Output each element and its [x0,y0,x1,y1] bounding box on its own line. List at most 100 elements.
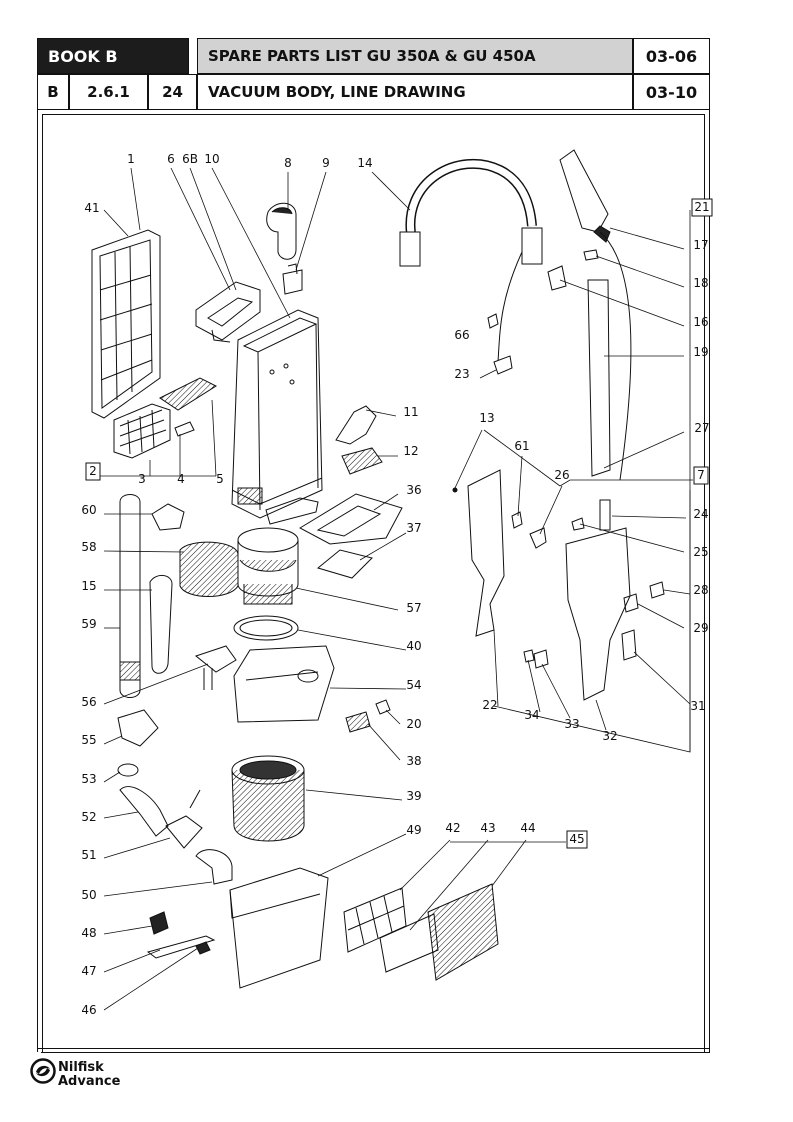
part-pad-small [174,421,195,437]
part-screw [571,517,585,531]
brand-line-2: Advance [58,1074,121,1089]
callout-box [85,462,101,481]
callout-label: 41 [84,201,99,215]
date2-cell: 03-10 [633,74,710,110]
callout-label: 26 [554,468,569,482]
drawing-frame-inner [42,114,705,1052]
part-gasket-frame [316,549,373,579]
callout-label: 40 [406,639,421,653]
part-switches [621,581,665,661]
callout-label: 13 [479,411,494,425]
part-handle-tube [587,279,611,477]
part-lever [146,935,216,959]
section-letter-cell: B [37,74,69,110]
header-table: BOOK B SPARE PARTS LIST GU 350A & GU 450… [37,38,710,110]
callout-label: 5 [216,472,224,486]
callout-label: 47 [81,964,96,978]
part-power-cord [497,251,523,363]
page-cell: 24 [148,74,197,110]
part-switch-plate [165,789,203,849]
part-band [179,541,239,597]
callout-label: 50 [81,888,96,902]
part-filter-frame [91,229,161,419]
callout-label: 7 [697,468,705,482]
page-number: 24 [162,83,183,101]
callout-label: 22 [482,698,497,712]
callout-label: 58 [81,540,96,554]
callout-box [691,198,713,217]
callout-label: 60 [81,503,96,517]
callout-label: 9 [322,156,330,170]
part-clip [282,263,303,295]
part-handle-cable [599,231,632,481]
part-bin [229,867,329,989]
callout-label: 6 [167,152,175,166]
part-filter-grid [113,403,171,459]
callout-label: 20 [406,717,421,731]
part-o-ring [117,763,139,777]
part-rear-frame [467,469,505,637]
callout-label: 21 [694,200,709,214]
callout-label: 55 [81,733,96,747]
part-ring [233,615,299,641]
book-cell: BOOK B [37,38,189,74]
callout-label: 34 [524,708,539,722]
callout-label: 51 [81,848,96,862]
callout-label: 43 [480,821,495,835]
nilfisk-logo-icon [30,1058,56,1084]
part-outlet-elbow [195,849,233,885]
callout-label: 10 [204,152,219,166]
part-elbow [266,202,297,260]
callout-label: 37 [406,521,421,535]
section-number: 2.6.1 [87,83,130,101]
callout-label: 23 [454,367,469,381]
callout-label: 18 [693,276,708,290]
part-handle-clip [547,265,567,291]
part-tube-clip [151,503,185,531]
part-lever-cap [195,941,211,955]
callout-label: 66 [454,328,469,342]
callout-label: 39 [406,789,421,803]
callout-label: 49 [406,823,421,837]
callout-box [693,466,709,485]
section-letter: B [47,83,59,101]
part-pin [599,499,611,531]
part-elbow-rim [271,207,293,215]
callout-label: 61 [514,439,529,453]
callout-label: 1 [127,152,135,166]
part-filter-bag [231,755,305,842]
callout-label: 31 [690,699,705,713]
callout-label: 44 [520,821,535,835]
drawing-subtitle: VACUUM BODY, LINE DRAWING [208,83,466,101]
part-small-switches [523,649,549,669]
callout-label: 19 [693,345,708,359]
bottom-rule [37,1048,710,1049]
subtitle-cell: VACUUM BODY, LINE DRAWING [197,74,633,110]
part-crevice-nozzle [149,575,173,674]
document-title: SPARE PARTS LIST GU 350A & GU 450A [208,47,536,65]
callout-label: 28 [693,583,708,597]
callout-label: 17 [693,238,708,252]
part-motor [237,527,299,605]
leader-lines [100,167,693,1011]
revision-date: 03-10 [645,82,698,102]
callout-label: 16 [693,315,708,329]
part-handle-plug [583,249,599,261]
callout-label: 15 [81,579,96,593]
callout-label: 54 [406,678,421,692]
callout-label: 32 [602,729,617,743]
part-elbow-pipe [119,786,169,837]
callout-label: 27 [694,421,709,435]
callout-label: 36 [406,483,421,497]
part-handle-grip [559,149,609,233]
title-cell: SPARE PARTS LIST GU 350A & GU 450A [197,38,633,74]
drawing-frame [37,110,710,1052]
brand-name: Nilfisk Advance [58,1061,120,1089]
callout-label: 48 [81,926,96,940]
callout-label: 38 [406,754,421,768]
callout-label: 24 [693,507,708,521]
callout-label: 33 [564,717,579,731]
date1-cell: 03-06 [633,38,710,74]
